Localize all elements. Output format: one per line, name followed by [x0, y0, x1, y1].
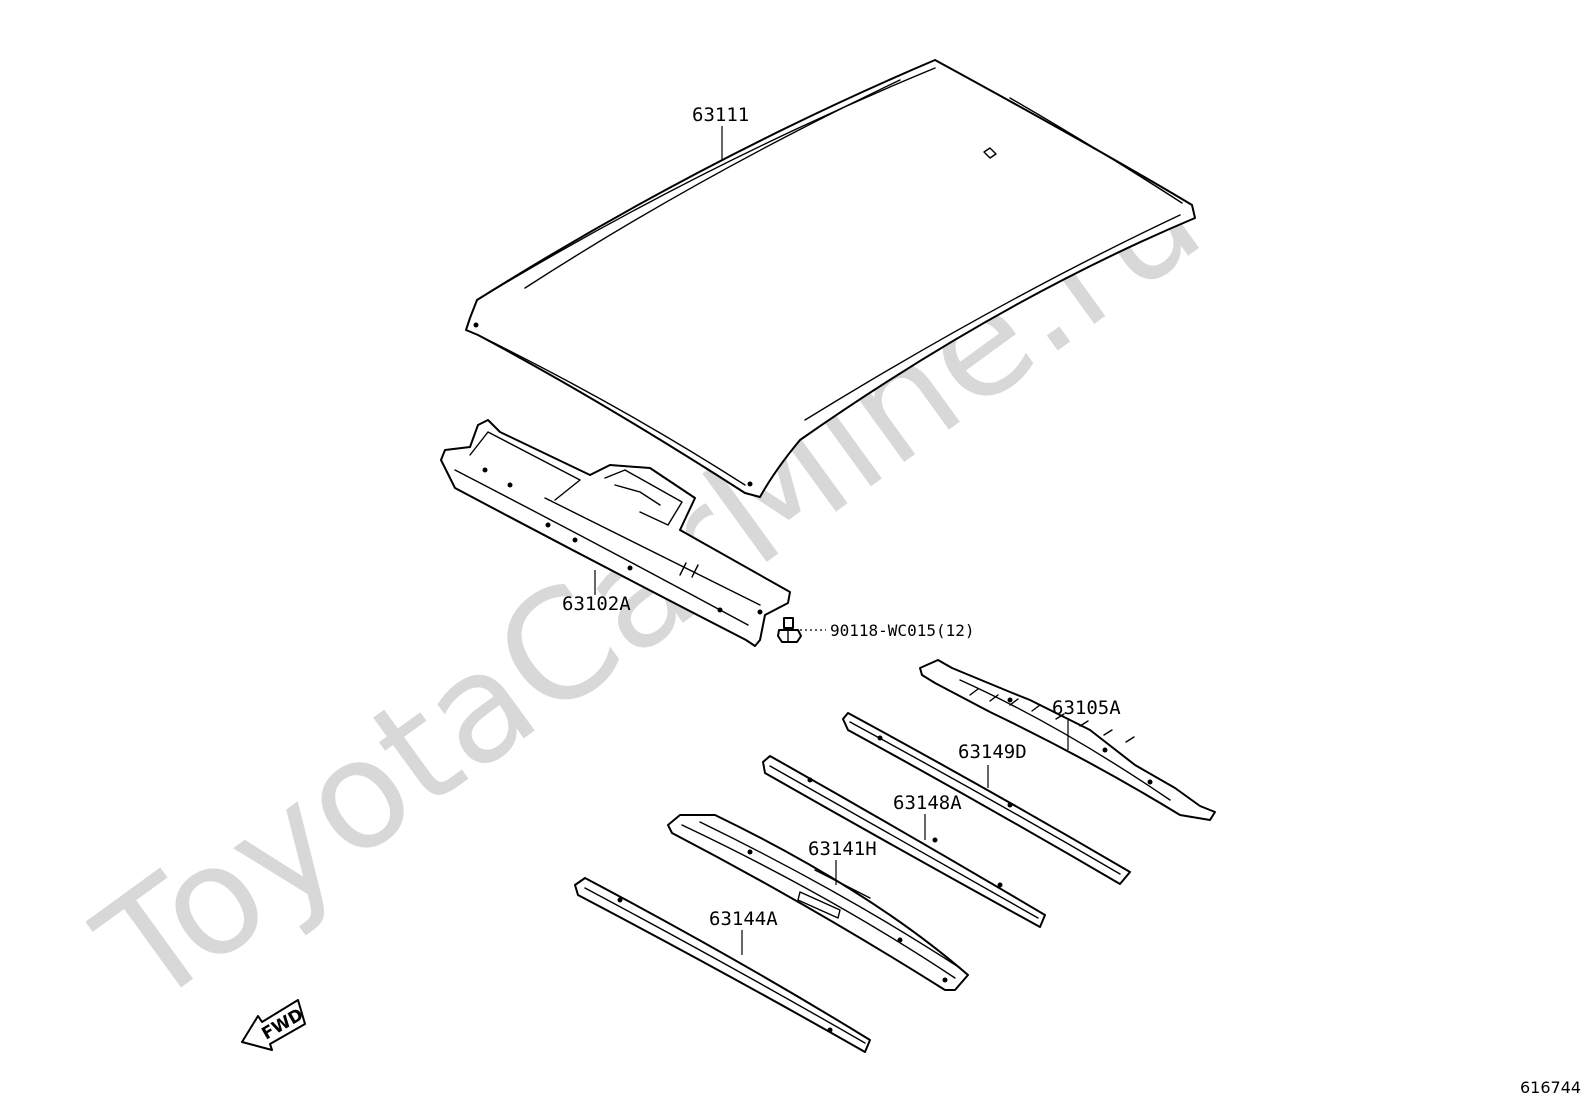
fwd-arrow-icon: FWD — [241, 999, 307, 1051]
diagram-number: 616744 — [1520, 1078, 1581, 1097]
callout-rear-header: 63105A — [1052, 697, 1121, 719]
roof-bow-63141h — [667, 814, 969, 991]
callout-bow-2: 63148A — [893, 792, 962, 814]
bolt — [777, 617, 802, 643]
callout-bow-3: 63141H — [808, 838, 877, 860]
roof-bow-63144a — [574, 877, 871, 1053]
callout-front-header: 63102A — [562, 593, 631, 615]
front-header-panel — [440, 419, 791, 647]
roof-bow-63148a — [762, 755, 1046, 928]
callout-bow-1: 63149D — [958, 741, 1027, 763]
roof-panel — [465, 59, 1196, 498]
roof-bow-63149d — [842, 712, 1131, 885]
callout-bow-4: 63144A — [709, 908, 778, 930]
callout-bolt: 90118-WC015(12) — [830, 621, 975, 640]
callout-roof-panel: 63111 — [692, 104, 749, 126]
